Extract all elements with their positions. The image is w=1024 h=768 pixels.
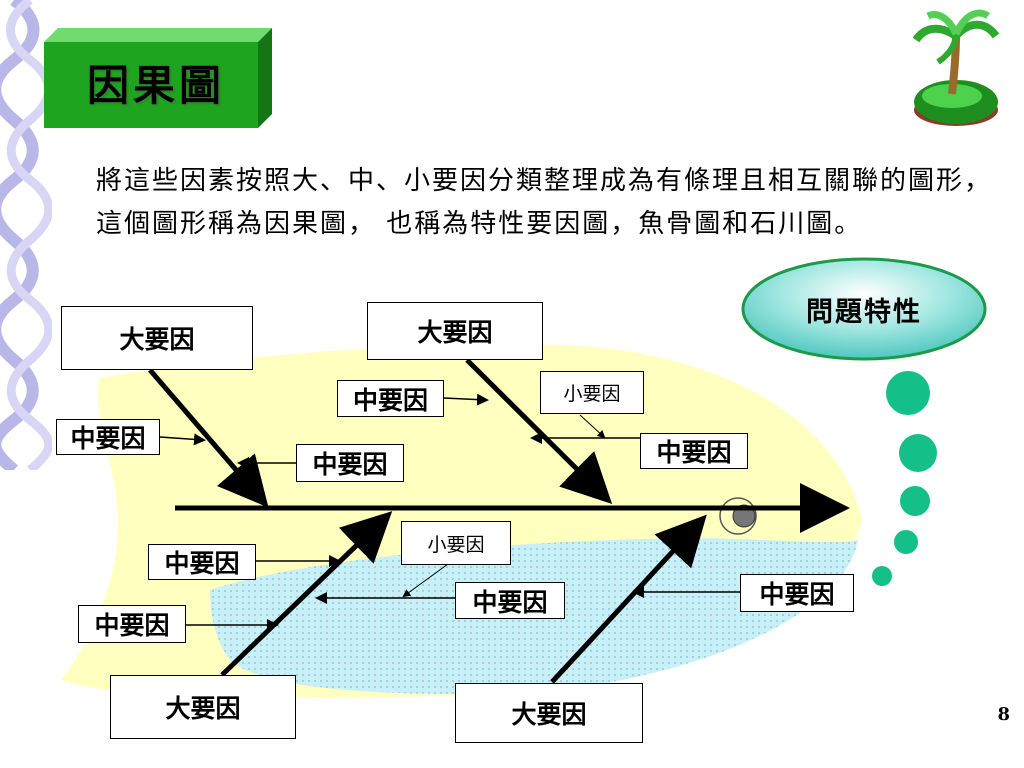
middle-cause-box: 中要因 <box>148 544 256 580</box>
major-bone-bottom-left <box>220 511 393 677</box>
middle-cause-box: 中要因 <box>337 380 444 417</box>
middle-cause-box: 中要因 <box>78 605 186 643</box>
major-cause-box: 大要因 <box>367 302 543 360</box>
page-number: 8 <box>997 704 1010 725</box>
minor-arrow-2 <box>402 563 449 598</box>
thought-bubble-4 <box>894 530 918 554</box>
major-cause-box: 大要因 <box>61 306 253 370</box>
minor-cause-box: 小要因 <box>540 371 644 414</box>
major-bone-top-right <box>465 358 613 505</box>
middle-arrow-1 <box>159 433 206 446</box>
minor-arrow-1 <box>579 414 606 439</box>
middle-cause-box: 中要因 <box>740 574 854 612</box>
title-box <box>44 28 272 128</box>
thought-bubble-5 <box>872 566 892 586</box>
middle-cause-box: 中要因 <box>640 433 748 469</box>
middle-cause-box: 中要因 <box>296 444 404 482</box>
middle-cause-box: 中要因 <box>56 419 160 455</box>
middle-arrow-3 <box>443 393 489 406</box>
middle-cause-box: 中要因 <box>455 582 565 619</box>
thought-bubble-2 <box>899 434 937 472</box>
minor-cause-box: 小要因 <box>401 521 511 565</box>
slide-title: 因果圖 <box>86 61 225 110</box>
effect-ellipse <box>741 257 987 361</box>
palm-tree-island-icon <box>912 9 1000 126</box>
thought-bubble-3 <box>900 486 930 516</box>
description-paragraph: 將這些因素按照大、中、小要因分類整理成為有條理且相互關聯的圖形，這個圖形稱為因果… <box>96 166 993 239</box>
thought-bubble-1 <box>886 371 930 415</box>
effect-label: 問題特性 <box>806 296 922 328</box>
major-cause-box: 大要因 <box>110 675 296 739</box>
major-bone-top-left <box>148 368 269 508</box>
major-cause-box: 大要因 <box>455 683 643 743</box>
major-bone-bottom-right <box>550 514 707 684</box>
